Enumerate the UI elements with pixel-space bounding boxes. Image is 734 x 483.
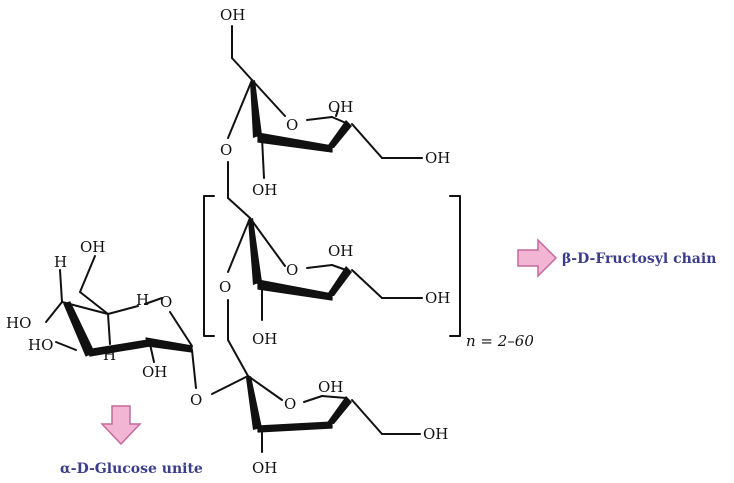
arrow-right-icon [517, 238, 558, 278]
fructose-unit-bottom [211, 339, 421, 453]
atom-label: O [219, 278, 231, 296]
glucose-unit-label: α-D-Glucose unite [60, 461, 203, 477]
atom-label: OH [80, 238, 105, 256]
repeat-brackets [203, 195, 461, 337]
atom-label: OH [252, 181, 277, 199]
fructose-unit-top [227, 25, 423, 199]
atom-label: HO [6, 314, 31, 332]
atom-label: O [160, 293, 172, 311]
atom-label: O [190, 391, 202, 409]
atom-label: O [220, 141, 232, 159]
atom-label: OH [328, 242, 353, 260]
atom-label: H [103, 346, 116, 364]
atom-label: H [136, 291, 149, 309]
glucose-unit [45, 255, 197, 389]
atom-label: OH [328, 98, 353, 116]
atom-label: O [284, 395, 296, 413]
atom-label: OH [252, 330, 277, 348]
atom-label: OH [220, 6, 245, 24]
atom-label: HO [28, 336, 53, 354]
atom-label: OH [252, 459, 277, 477]
atom-label: OH [318, 378, 343, 396]
atom-label: H [54, 253, 67, 271]
atom-label: OH [142, 363, 167, 381]
atom-label: OH [423, 425, 448, 443]
atom-label: OH [425, 289, 450, 307]
fructosyl-chain-label: β-D-Fructosyl chain [562, 251, 716, 267]
fructose-unit-middle [227, 197, 423, 341]
repeat-count-label: n = 2–60 [466, 332, 534, 350]
atom-label: O [286, 116, 298, 134]
atom-label: OH [425, 149, 450, 167]
atom-label: O [286, 261, 298, 279]
arrow-down-icon [100, 405, 142, 446]
